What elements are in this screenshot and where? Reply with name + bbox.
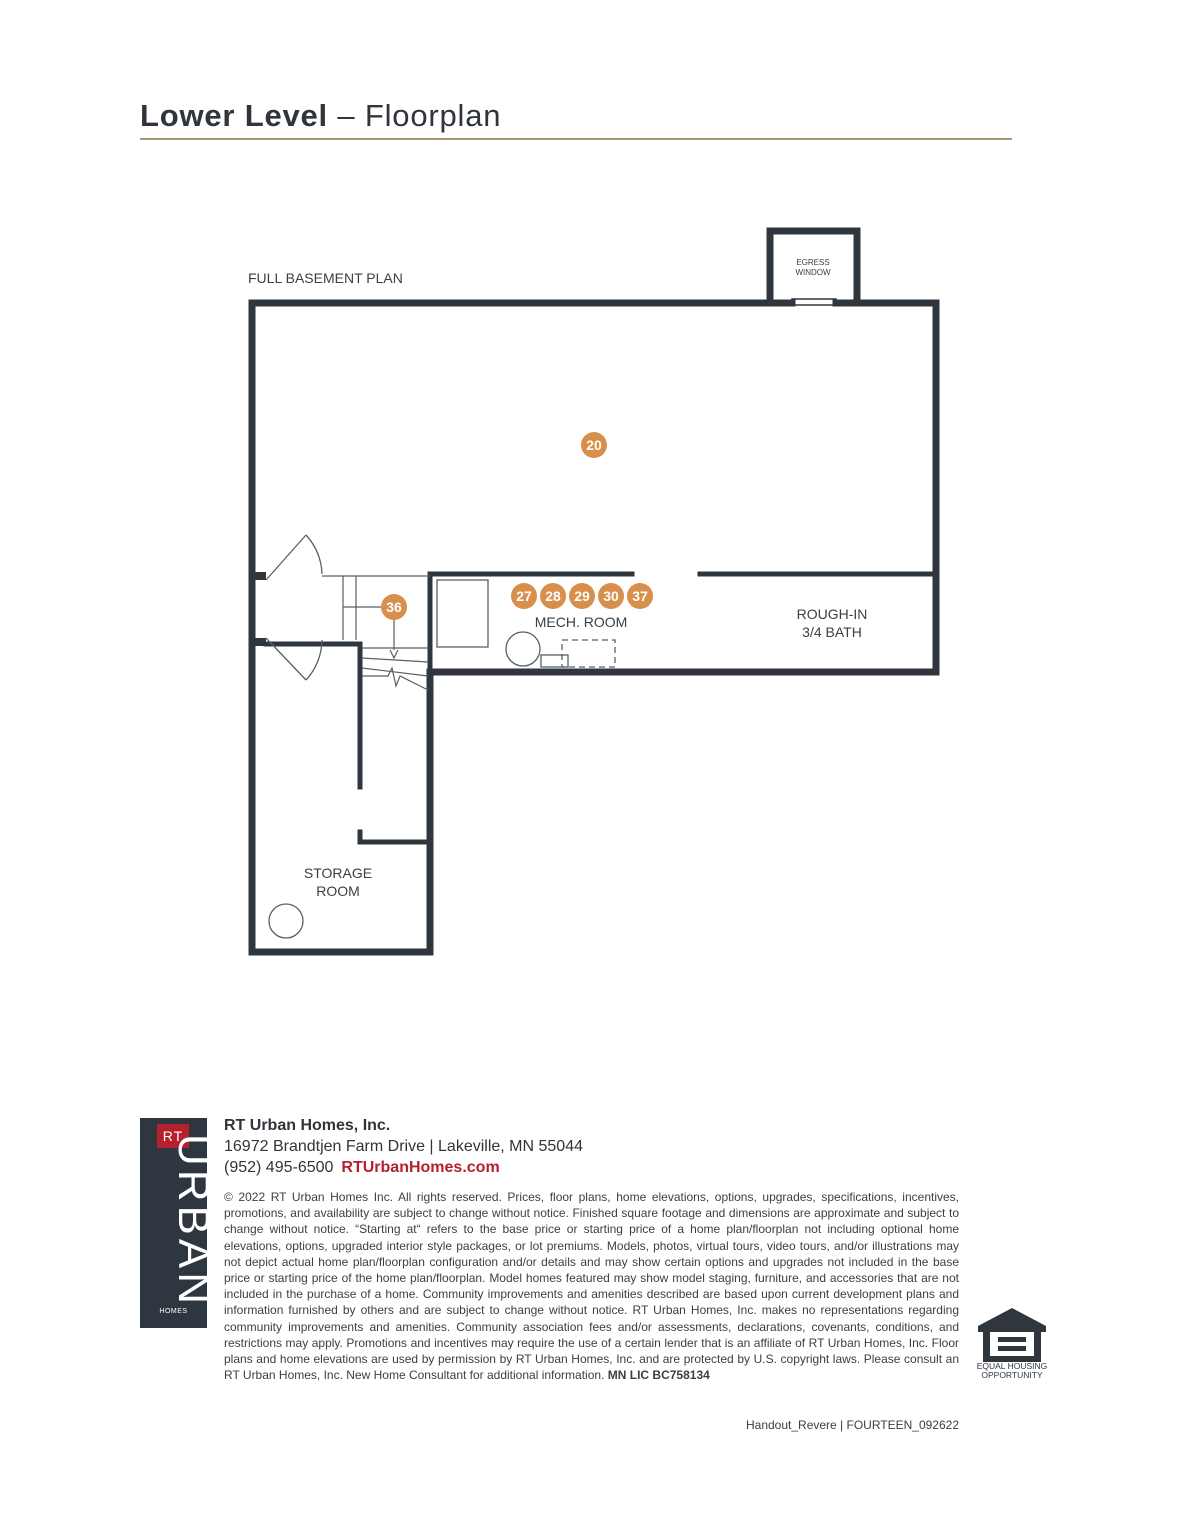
eho-text-line2: OPPORTUNITY [981, 1370, 1043, 1380]
option-badge-mech-1: 27 [511, 583, 537, 609]
egress-well-wall [766, 227, 861, 304]
page-title: Lower Level – Floorplan [140, 98, 501, 134]
option-badge-mech-2: 28 [540, 583, 566, 609]
legal-disclaimer: © 2022 RT Urban Homes Inc. All rights re… [224, 1189, 959, 1383]
storage-wall [357, 829, 433, 845]
option-badge-mech-4-text: 30 [603, 588, 619, 604]
door-leaf-upper [265, 534, 307, 581]
handout-code: Handout_Revere | FOURTEEN_092622 [745, 1418, 959, 1432]
logo-rt-mark: RT [157, 1124, 189, 1148]
stair-arrow [389, 649, 399, 660]
option-badge-mech-2-text: 28 [545, 588, 561, 604]
door-leaf-lower [265, 637, 307, 681]
company-name: RT Urban Homes, Inc. [224, 1117, 391, 1134]
storage-label-line1: STORAGE [304, 865, 372, 881]
west-wall-lower [248, 568, 434, 956]
page-title-rest: – Floorplan [337, 98, 502, 133]
stair-wall-lower [263, 641, 363, 790]
floorplan-drawing: FULL BASEMENT PLAN EGRESS WINDOW MECH. R… [248, 227, 940, 956]
eho-text-line1: EQUAL HOUSING [977, 1361, 1048, 1371]
company-website-link[interactable]: RTUrbanHomes.com [341, 1159, 500, 1176]
door-jamb-lower [252, 638, 266, 646]
logo-urban-word: URBAN [169, 1134, 218, 1309]
egress-window-sill [791, 298, 837, 306]
option-badge-mech-1-text: 27 [516, 588, 532, 604]
water-softener [540, 654, 569, 668]
option-badge-mech-5: 37 [627, 583, 653, 609]
option-badge-mech-5-text: 37 [632, 588, 648, 604]
page-title-bold: Lower Level [140, 98, 328, 133]
option-badge-mech-4: 30 [598, 583, 624, 609]
stair-break-line [362, 666, 429, 691]
plan-caption: FULL BASEMENT PLAN [248, 270, 403, 286]
stair-treads [361, 647, 429, 677]
furnace [436, 579, 489, 648]
future-equipment [561, 639, 616, 668]
door-arc-upper [305, 534, 323, 575]
rt-urban-logo: RT URBAN HOMES [140, 1118, 218, 1328]
company-phone: (952) 495-6500 [224, 1159, 334, 1176]
option-badge-main: 20 [581, 432, 607, 458]
company-address: 16972 Brandtjen Farm Drive | Lakeville, … [224, 1138, 583, 1155]
legal-text: © 2022 RT Urban Homes Inc. All rights re… [224, 1190, 959, 1383]
option-badge-stairs-text: 36 [386, 599, 402, 615]
mech-room-label: MECH. ROOM [535, 614, 628, 630]
logo-homes-word: HOMES [159, 1308, 188, 1315]
company-contact: (952) 495-6500 RTUrbanHomes.com [224, 1159, 500, 1177]
bath-label-line1: ROUGH-IN [797, 606, 868, 622]
door-jamb-upper [252, 572, 266, 580]
option-badge-main-text: 20 [586, 437, 602, 453]
title-divider [140, 138, 1012, 140]
option-badge-mech-3: 29 [569, 583, 595, 609]
equal-housing-icon: EQUAL HOUSING OPPORTUNITY [977, 1308, 1048, 1380]
sump-pit [268, 903, 304, 939]
option-badge-stairs: 36 [381, 594, 407, 620]
water-heater [505, 631, 541, 667]
door-arc-lower [305, 639, 323, 681]
license-number: MN LIC BC758134 [607, 1368, 710, 1383]
option-badge-mech-3-text: 29 [574, 588, 590, 604]
egress-label-line1: EGRESS [796, 258, 829, 267]
egress-label-line2: WINDOW [795, 268, 831, 277]
storage-label-line2: ROOM [316, 883, 360, 899]
bath-label-line2: 3/4 BATH [802, 624, 862, 640]
stair-stringer [342, 576, 357, 640]
